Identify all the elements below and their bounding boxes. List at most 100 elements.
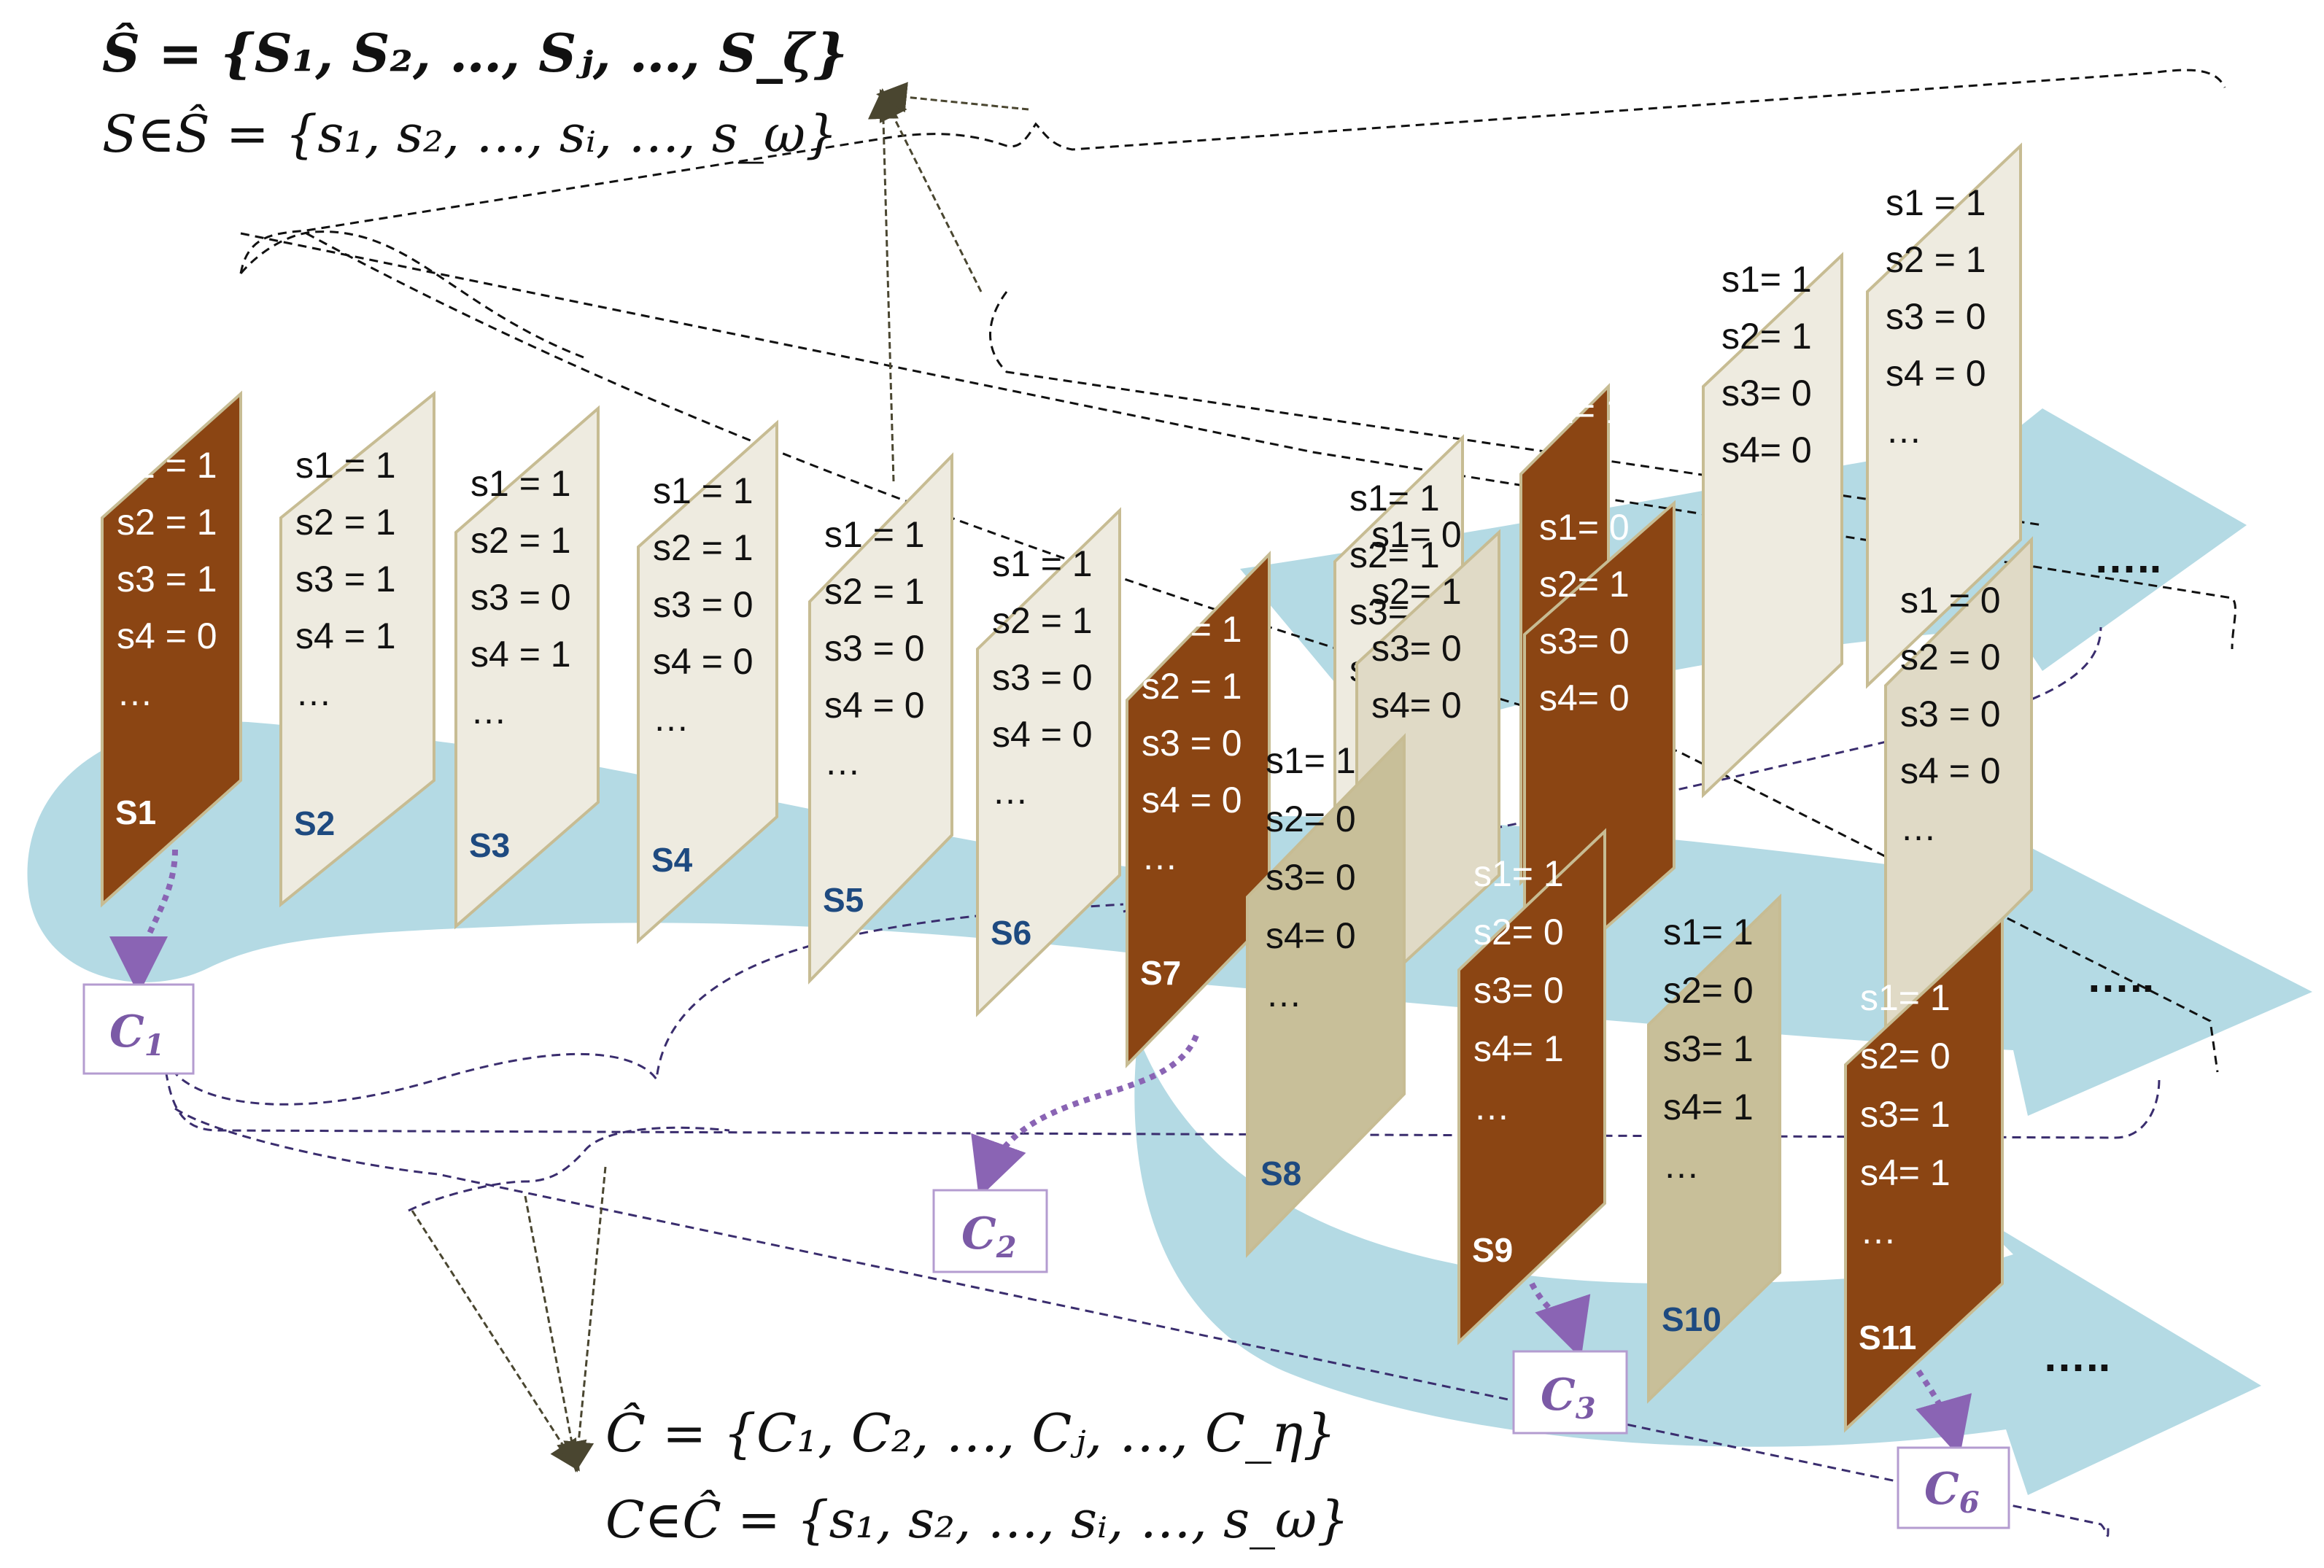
panel-value-line: s2 = 0 — [1900, 637, 2001, 678]
panel-face — [1844, 915, 2004, 1433]
cluster-c6-base: C — [1924, 1464, 1959, 1515]
panel-s11[interactable]: s1= 1s2= 0s3= 1s4= 1…S11 — [1844, 915, 2004, 1433]
panel-s7[interactable]: s1 = 1s2 = 1s3 = 0s4 = 0…S7 — [1126, 551, 1271, 1068]
panel-value-line: s2 = 1 — [1142, 666, 1242, 707]
panel-value-line: s2= 1 — [1539, 564, 1630, 605]
panel-value-line: s4 = 0 — [1886, 353, 1986, 394]
formula-s-elem-text: S∈Ŝ = {s₁, s₂, …, sᵢ, …, s_ω} — [102, 104, 837, 164]
cluster-boxes: C1 C2 C3 C6 — [82, 983, 2010, 1529]
formula-c-elem-text: C∈Ĉ = {s₁, s₂, …, sᵢ, …, s_ω} — [605, 1490, 1349, 1550]
panel-value-line: … — [1266, 974, 1302, 1014]
panel-value-line: s3 = 0 — [1900, 694, 2001, 734]
panel-value-line: … — [824, 742, 861, 783]
panel-label: S1 — [115, 793, 156, 831]
arrow-s7-to-c2 — [971, 1034, 1199, 1198]
panel-label: S9 — [1472, 1231, 1513, 1269]
formula-c-set: Ĉ = {C₁, C₂, …, Cⱼ, …, C_η} — [605, 1401, 1336, 1464]
panel-b6[interactable]: s1 = 1s2 = 1s3 = 0s4 = 0… — [1866, 142, 2022, 689]
cluster-c1-sub: 1 — [144, 1028, 165, 1063]
cluster-c1[interactable]: C1 — [82, 983, 195, 1075]
formula-c-elem: C∈Ĉ = {s₁, s₂, …, sᵢ, …, s_ω} — [605, 1490, 1349, 1550]
panel-value-line: s1 = 0 — [1900, 580, 2001, 621]
panel-value-line: s2 = 1 — [117, 502, 217, 543]
panel-s1[interactable]: s1 = 1s2 = 1s3 = 1s4 = 0…S1 — [101, 390, 242, 908]
panel-layer: s1 = 1 s2 = 1 s3 = 0 s4 = 0 … s1= 1 s2= 1 s3= 0… — [101, 142, 2033, 1433]
panel-value-line: s4= 0 — [1266, 915, 1356, 956]
panel-label: S8 — [1260, 1154, 1301, 1192]
panel-value-line: s4= 0 — [1721, 430, 1812, 470]
panel-value-line: … — [1860, 1211, 1897, 1251]
cluster-c2-base: C — [961, 1208, 996, 1260]
panel-label: S5 — [823, 881, 864, 919]
panel-s9[interactable]: s1= 1s2= 0s3= 0s4= 1…S9 — [1457, 828, 1606, 1346]
cluster-c1-base: C — [109, 1006, 144, 1057]
panel-s6[interactable]: s1 = 1s2 = 1s3 = 0s4 = 0…S6 — [976, 507, 1121, 1017]
panel-value-line: s1= 0 — [1539, 507, 1630, 548]
panel-value-line: s1 = 1 — [470, 463, 571, 504]
panel-label: S4 — [651, 841, 693, 879]
connector-curve-c — [989, 291, 2043, 527]
panel-value-line: … — [470, 691, 507, 731]
panel-value-line: s4 = 1 — [470, 634, 571, 675]
panel-value-line: s1 = 1 — [1142, 609, 1242, 650]
connector-top-brace — [239, 69, 2226, 274]
panel-value-line: … — [117, 672, 153, 713]
panel-s2[interactable]: s1 = 1s2 = 1s3 = 1s4 = 1…S2 — [279, 390, 435, 908]
panel-value-line: … — [1900, 807, 1937, 848]
panel-value-line: s2= 0 — [1266, 799, 1356, 839]
svg-text:C6: C6 — [1924, 1464, 1980, 1520]
panel-value-line: s2 = 1 — [1886, 239, 1986, 280]
arrow-to-s-set-b — [879, 88, 983, 292]
panel-value-line: s3 = 0 — [470, 577, 571, 618]
panel-value-line: s3= 1 — [1860, 1094, 1951, 1135]
panel-value-line: s3 = 1 — [295, 559, 396, 599]
arrow-s9-to-c3 — [1529, 1282, 1591, 1359]
panel-s3[interactable]: s1 = 1s2 = 1s3 = 0s4 = 1…S3 — [454, 405, 600, 930]
panel-label: S11 — [1859, 1319, 1916, 1357]
panel-value-line: s4= 1 — [1860, 1152, 1951, 1193]
connector-c1-right — [159, 1028, 2161, 1139]
panel-value-line: s1 = 1 — [653, 470, 754, 511]
svg-text:C1: C1 — [109, 1006, 165, 1063]
panel-value-line: s1 = 1 — [1886, 182, 1986, 223]
panel-s4[interactable]: s1 = 1s2 = 1s3 = 0s4 = 0…S4 — [637, 419, 778, 944]
connector-c1-lower — [174, 1107, 2110, 1537]
panel-value-line: s1= 1 — [1535, 390, 1626, 431]
panel-value-line: s3 = 0 — [1142, 723, 1242, 764]
panel-value-line: s1= 1 — [1349, 478, 1440, 519]
panel-b7[interactable]: s1 = 0 s2 = 0 s3 = 0 s4 = 0 … — [1884, 536, 2033, 1039]
panel-value-line: … — [653, 698, 689, 739]
panel-value-line: s1 = 1 — [117, 445, 217, 486]
formula-s-set: Ŝ = {S₁, S₂, …, Sⱼ, …, S_ζ} — [102, 22, 848, 84]
panel-value-line: s3= 0 — [1721, 373, 1812, 414]
panel-face — [279, 390, 435, 908]
panel-value-line: s3= 0 — [1539, 621, 1630, 661]
cluster-c3[interactable]: C3 — [1512, 1350, 1628, 1435]
panel-face — [101, 390, 242, 908]
continuation-dots: ….. ….. ….. — [2042, 533, 2161, 1381]
panel-value-line: s2 = 1 — [295, 502, 396, 543]
panel-face — [976, 507, 1121, 1017]
panel-s10[interactable]: s1= 1s2= 0s3= 1s4= 1…S10 — [1647, 893, 1781, 1404]
panel-value-line: s4 = 0 — [1900, 750, 2001, 791]
panel-value-line: s1 = 1 — [824, 514, 925, 555]
panel-value-line: s2= 1 — [1371, 571, 1462, 612]
panel-value-line: s1= 1 — [1860, 977, 1951, 1018]
panel-label: S6 — [991, 914, 1031, 952]
cluster-c6[interactable]: C6 — [1897, 1446, 2010, 1529]
panel-value-line: s2 = 1 — [992, 600, 1093, 641]
panel-value-line: s4 = 0 — [992, 714, 1093, 755]
panel-b4[interactable]: s1= 1s2= 1s3= 0s4= 0 — [1702, 252, 1843, 799]
panel-face — [637, 419, 778, 944]
panel-value-line: … — [992, 771, 1029, 812]
panel-value-line: s3= 0 — [1473, 970, 1564, 1011]
cluster-c2[interactable]: C2 — [932, 1189, 1048, 1273]
panel-value-line: s2= 0 — [1473, 912, 1564, 952]
panel-value-line: s4 = 0 — [824, 685, 925, 726]
panel-face — [808, 452, 953, 985]
panel-value-line: s4= 1 — [1663, 1087, 1754, 1128]
panel-s8[interactable]: s1= 1s2= 0s3= 0s4= 0…S8 — [1246, 733, 1406, 1258]
cluster-c6-sub: 6 — [1959, 1486, 1980, 1520]
panel-s5[interactable]: s1 = 1s2 = 1s3 = 0s4 = 0…S5 — [808, 452, 953, 985]
